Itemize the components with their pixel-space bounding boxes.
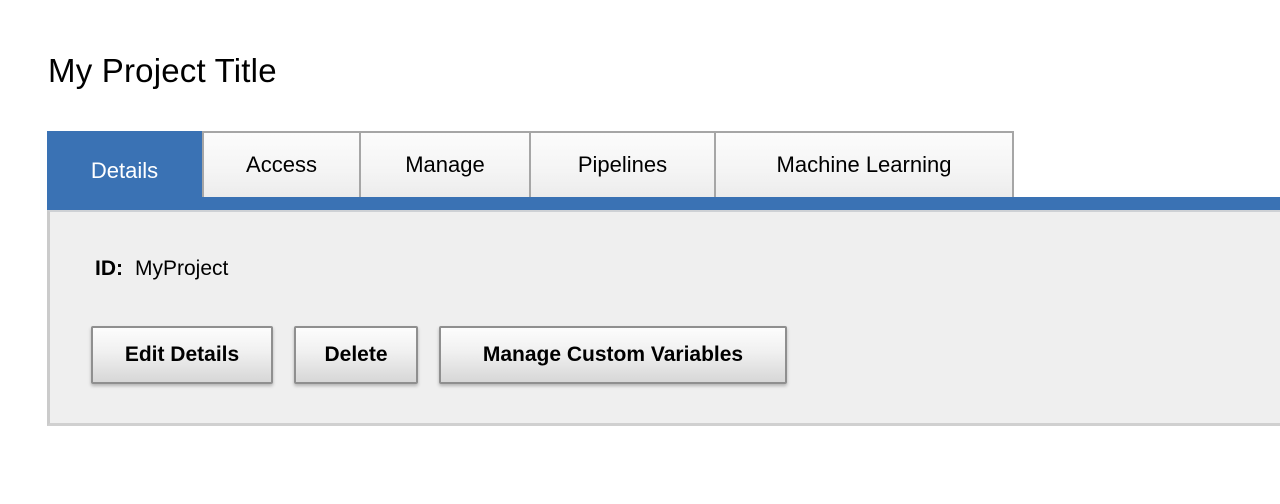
tab-access[interactable]: Access bbox=[202, 131, 361, 197]
tab-details-label: Details bbox=[90, 157, 159, 183]
tab-access-label: Access bbox=[246, 152, 317, 177]
page-title: My Project Title bbox=[48, 52, 277, 89]
tab-pipelines-label: Pipelines bbox=[577, 152, 668, 177]
edit-details-button[interactable]: Edit Details bbox=[91, 326, 273, 384]
tab-bar: Details Access Manage Pipelines Machine … bbox=[47, 131, 1014, 210]
tab-details[interactable]: Details bbox=[47, 131, 202, 210]
tab-machine-learning-label: Machine Learning bbox=[776, 152, 952, 177]
project-id-label: ID: bbox=[95, 257, 123, 280]
project-id-row: ID: MyProject bbox=[95, 257, 228, 281]
details-panel: ID: MyProject Edit Details Delete Manage … bbox=[47, 210, 1280, 426]
tab-machine-learning[interactable]: Machine Learning bbox=[716, 131, 1014, 197]
tab-manage-label: Manage bbox=[405, 152, 485, 177]
delete-button[interactable]: Delete bbox=[294, 326, 418, 384]
active-tab-underline-bar bbox=[47, 197, 1280, 210]
tab-pipelines[interactable]: Pipelines bbox=[531, 131, 716, 197]
project-id-value: MyProject bbox=[135, 257, 229, 280]
tab-manage[interactable]: Manage bbox=[361, 131, 531, 197]
manage-custom-variables-button[interactable]: Manage Custom Variables bbox=[439, 326, 787, 384]
action-button-row: Edit Details Delete Manage Custom Variab… bbox=[91, 326, 787, 384]
